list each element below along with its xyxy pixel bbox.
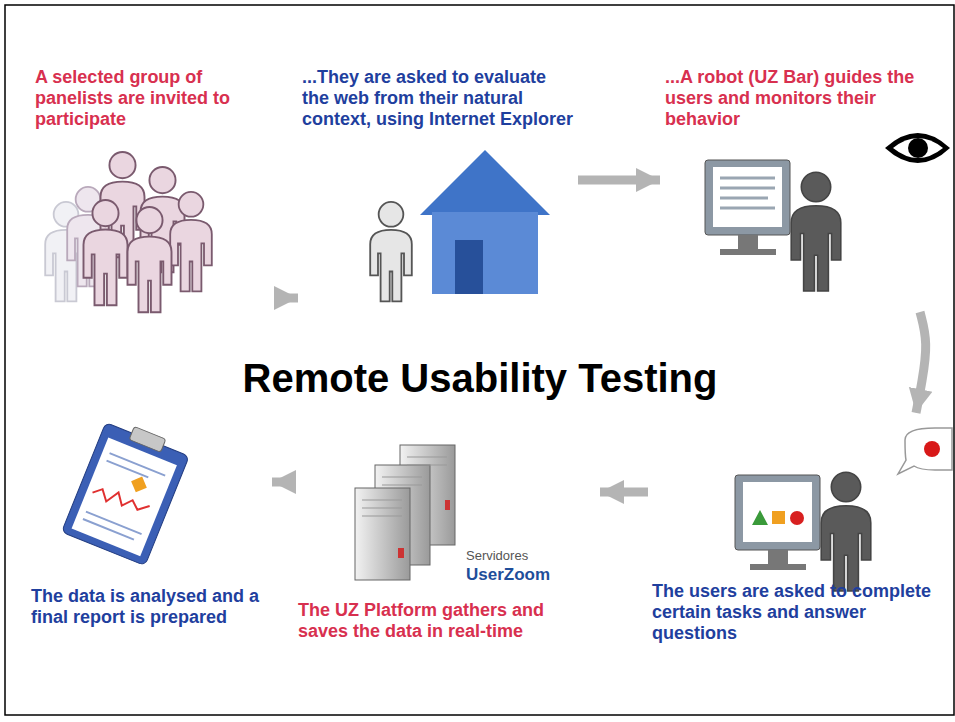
step-caption: The UZ Platform gathers and saves the da… [298,600,596,642]
flow-arrow [916,312,926,413]
monitored-user-icon [705,160,841,291]
step-block: The users are asked to complete certain … [648,413,950,650]
step-block: The UZ Platform gathers and saves the da… [294,436,600,650]
step-caption: A selected group of panelists are invite… [35,67,273,130]
step-block: The data is analysed and a final report … [26,420,272,650]
server-icon [355,445,455,580]
flow-arrow [278,294,298,303]
step-caption: The users are asked to complete certain … [652,581,946,644]
step-caption: ...They are asked to evaluate the web fr… [302,67,574,130]
step-block: A selected group of panelists are invite… [30,62,278,312]
brand-name: UserZoom [466,565,550,585]
flow-arrow [578,176,660,185]
diagram-title: Remote Usability Testing [180,356,780,401]
report-clipboard-icon [62,416,192,566]
step-caption: The data is analysed and a final report … [31,586,267,628]
step-caption: ...A robot (UZ Bar) guides the users and… [665,67,947,130]
frame-border [5,5,954,715]
speech-bubble-symbol [898,428,952,474]
home-user-icon [370,150,550,301]
eye-symbol [885,133,950,163]
step-block: ...They are asked to evaluate the web fr… [298,62,578,312]
flow-arrow [600,488,648,497]
flow-arrow [272,478,294,487]
server-caption: Servidores [466,548,528,563]
task-user-icon [735,472,871,591]
step-block: ...A robot (UZ Bar) guides the users and… [660,62,952,312]
panelists-group-icon [45,152,212,312]
